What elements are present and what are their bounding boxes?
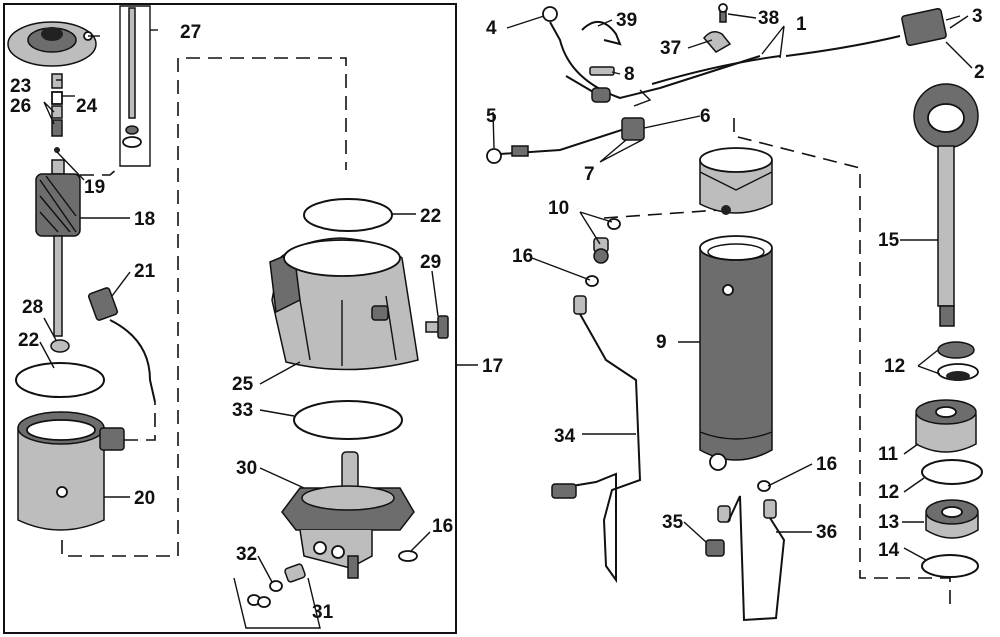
label-10: 10 bbox=[548, 198, 569, 219]
part-23-end-cap bbox=[7, 21, 97, 67]
part-cylinder-collar bbox=[699, 147, 773, 215]
label-11: 11 bbox=[878, 444, 899, 465]
part-8-screw bbox=[589, 66, 615, 76]
label-36: 36 bbox=[816, 522, 837, 543]
label-29: 29 bbox=[420, 252, 441, 273]
label-33: 33 bbox=[232, 400, 253, 421]
label-19: 19 bbox=[84, 177, 105, 198]
part-33-o-ring bbox=[293, 400, 403, 440]
label-26: 26 bbox=[10, 96, 31, 117]
label-14: 14 bbox=[878, 540, 900, 561]
label-12-oring: 12 bbox=[878, 482, 899, 503]
label-20: 20 bbox=[134, 488, 155, 509]
part-34-hydraulic-line bbox=[551, 295, 642, 584]
label-17: 17 bbox=[482, 356, 503, 377]
label-6: 6 bbox=[700, 106, 711, 127]
part-12-seal-set bbox=[937, 341, 979, 381]
label-21: 21 bbox=[134, 261, 156, 282]
part-29-screw bbox=[425, 315, 449, 339]
label-38: 38 bbox=[758, 8, 779, 29]
label-28: 28 bbox=[22, 297, 43, 318]
part-14-o-ring bbox=[921, 554, 979, 578]
part-22-o-ring bbox=[15, 362, 105, 398]
label-3: 3 bbox=[972, 6, 983, 27]
part-36-hydraulic-line bbox=[717, 495, 786, 622]
label-32: 32 bbox=[236, 544, 257, 565]
part-6-connector bbox=[621, 117, 645, 141]
label-16-pump: 16 bbox=[432, 516, 453, 537]
label-15: 15 bbox=[878, 230, 900, 251]
part-30-pump-body bbox=[281, 451, 415, 579]
label-9: 9 bbox=[656, 332, 667, 353]
label-37: 37 bbox=[660, 38, 681, 59]
label-12-seals: 12 bbox=[884, 356, 905, 377]
part-38-screw bbox=[718, 3, 728, 23]
label-16-line: 16 bbox=[512, 246, 533, 267]
label-22-upper: 22 bbox=[420, 206, 441, 227]
label-25: 25 bbox=[232, 374, 254, 395]
part-18-armature bbox=[35, 159, 81, 337]
label-27: 27 bbox=[180, 22, 201, 43]
label-23: 23 bbox=[10, 76, 31, 97]
part-16-o-ring-pump bbox=[398, 550, 418, 562]
label-22: 22 bbox=[18, 330, 39, 351]
label-31: 31 bbox=[312, 602, 334, 623]
label-16-lower: 16 bbox=[816, 454, 837, 475]
motor-pump-assembly-frame bbox=[3, 3, 457, 634]
part-35-plug bbox=[705, 539, 725, 557]
label-13: 13 bbox=[878, 512, 899, 533]
label-2: 2 bbox=[974, 62, 985, 83]
part-27-through-bolt bbox=[119, 5, 151, 167]
part-16-o-ring-line bbox=[585, 275, 599, 287]
part-9-cylinder bbox=[699, 235, 773, 471]
label-24: 24 bbox=[76, 96, 98, 117]
part-15-tilt-rod bbox=[913, 83, 979, 327]
label-8: 8 bbox=[624, 64, 635, 85]
part-13-piston bbox=[925, 499, 979, 539]
part-31-fitting-kit bbox=[233, 563, 321, 629]
label-35: 35 bbox=[662, 512, 684, 533]
leader-lines bbox=[39, 13, 973, 583]
label-5: 5 bbox=[486, 106, 497, 127]
part-22-o-ring-top bbox=[303, 198, 393, 232]
part-37-clamp bbox=[703, 31, 732, 53]
label-34: 34 bbox=[554, 426, 576, 447]
label-18: 18 bbox=[134, 209, 155, 230]
part-16-o-ring-lower bbox=[757, 480, 771, 492]
part-number-labels: 23 26 24 19 18 21 28 22 20 27 22 29 17 2… bbox=[10, 6, 985, 623]
part-1-wiring-harness bbox=[542, 6, 947, 103]
part-26-brush-set bbox=[51, 73, 63, 153]
part-11-gland-nut bbox=[915, 399, 977, 453]
part-20-motor-housing bbox=[17, 411, 125, 531]
label-7: 7 bbox=[584, 164, 595, 185]
label-1: 1 bbox=[796, 14, 807, 35]
part-28-washer bbox=[50, 339, 70, 353]
part-25-reservoir bbox=[269, 237, 419, 371]
part-21-motor-lead bbox=[87, 287, 156, 441]
part-12-o-ring bbox=[921, 459, 983, 485]
label-39: 39 bbox=[616, 10, 637, 31]
label-4: 4 bbox=[486, 18, 497, 39]
label-30: 30 bbox=[236, 458, 257, 479]
part-5-ground-lead bbox=[486, 123, 641, 164]
